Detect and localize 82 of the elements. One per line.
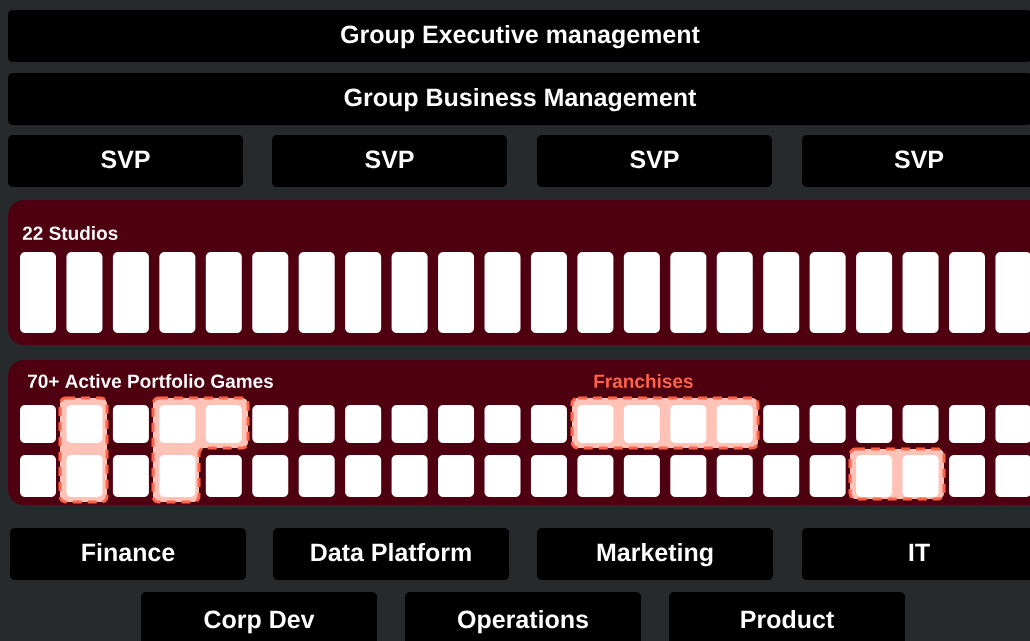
tile (112, 455, 149, 497)
tile (438, 455, 475, 497)
tile (391, 455, 428, 497)
tile (530, 405, 567, 443)
tile (856, 455, 893, 497)
tile (577, 405, 614, 443)
tile (623, 252, 660, 333)
tile (809, 455, 846, 497)
title-bar: SVP (537, 135, 772, 187)
title-bar: Marketing (537, 528, 773, 580)
tile (20, 455, 56, 497)
tile (902, 455, 939, 497)
title-bar: Group Executive management (8, 10, 1030, 62)
tile (763, 252, 800, 333)
tile (577, 252, 614, 333)
tile (484, 252, 521, 333)
tile (112, 252, 149, 333)
tile (159, 455, 196, 497)
title-bar: SVP (8, 135, 243, 187)
tile (205, 455, 242, 497)
title-bar: SVP (272, 135, 507, 187)
tile (252, 455, 289, 497)
tile (856, 252, 893, 333)
tile (809, 252, 846, 333)
tile (66, 455, 103, 497)
title-bar: Data Platform (273, 528, 509, 580)
title-bar: Product (669, 592, 905, 641)
tile (902, 252, 939, 333)
tile (670, 455, 707, 497)
tile (205, 252, 242, 333)
title-bar: IT (802, 528, 1030, 580)
tile (484, 455, 521, 497)
highlight-label: Franchises (594, 374, 693, 388)
tile (159, 252, 196, 333)
panel-heading: 22 Studios (22, 226, 118, 240)
panel-heading: 70+ Active Portfolio Games (28, 374, 273, 388)
title-bar: Operations (405, 592, 641, 641)
tile (809, 405, 846, 443)
tile (20, 405, 56, 443)
tile (112, 405, 149, 443)
tile (345, 455, 382, 497)
tile (716, 455, 753, 497)
tile (252, 252, 289, 333)
tile (995, 455, 1030, 497)
tile (484, 405, 521, 443)
tile (66, 405, 103, 443)
tile (66, 252, 103, 333)
tile (391, 405, 428, 443)
tile (949, 405, 985, 443)
tile (623, 455, 660, 497)
tile (20, 252, 56, 333)
tile (298, 252, 335, 333)
tile (205, 405, 242, 443)
tile (298, 405, 335, 443)
tile (438, 252, 475, 333)
tile (577, 455, 614, 497)
tile (763, 455, 800, 497)
tile (995, 405, 1030, 443)
tile (345, 405, 382, 443)
tile (902, 405, 939, 443)
tile (159, 405, 196, 443)
tile (530, 252, 567, 333)
title-bar: Group Business Management (8, 73, 1030, 125)
tile (345, 252, 382, 333)
title-bar: Corp Dev (141, 592, 377, 641)
title-bar: SVP (802, 135, 1030, 187)
tile (623, 405, 660, 443)
tile (391, 252, 428, 333)
tile (670, 252, 707, 333)
tile (252, 405, 289, 443)
title-bar: Finance (10, 528, 246, 580)
tile (716, 252, 753, 333)
tile (716, 405, 753, 443)
tile (949, 252, 985, 333)
tile (856, 405, 893, 443)
tile (670, 405, 707, 443)
tile (995, 252, 1030, 333)
tile (949, 455, 985, 497)
tile (763, 405, 800, 443)
tile (438, 405, 475, 443)
tile (298, 455, 335, 497)
tile (530, 455, 567, 497)
